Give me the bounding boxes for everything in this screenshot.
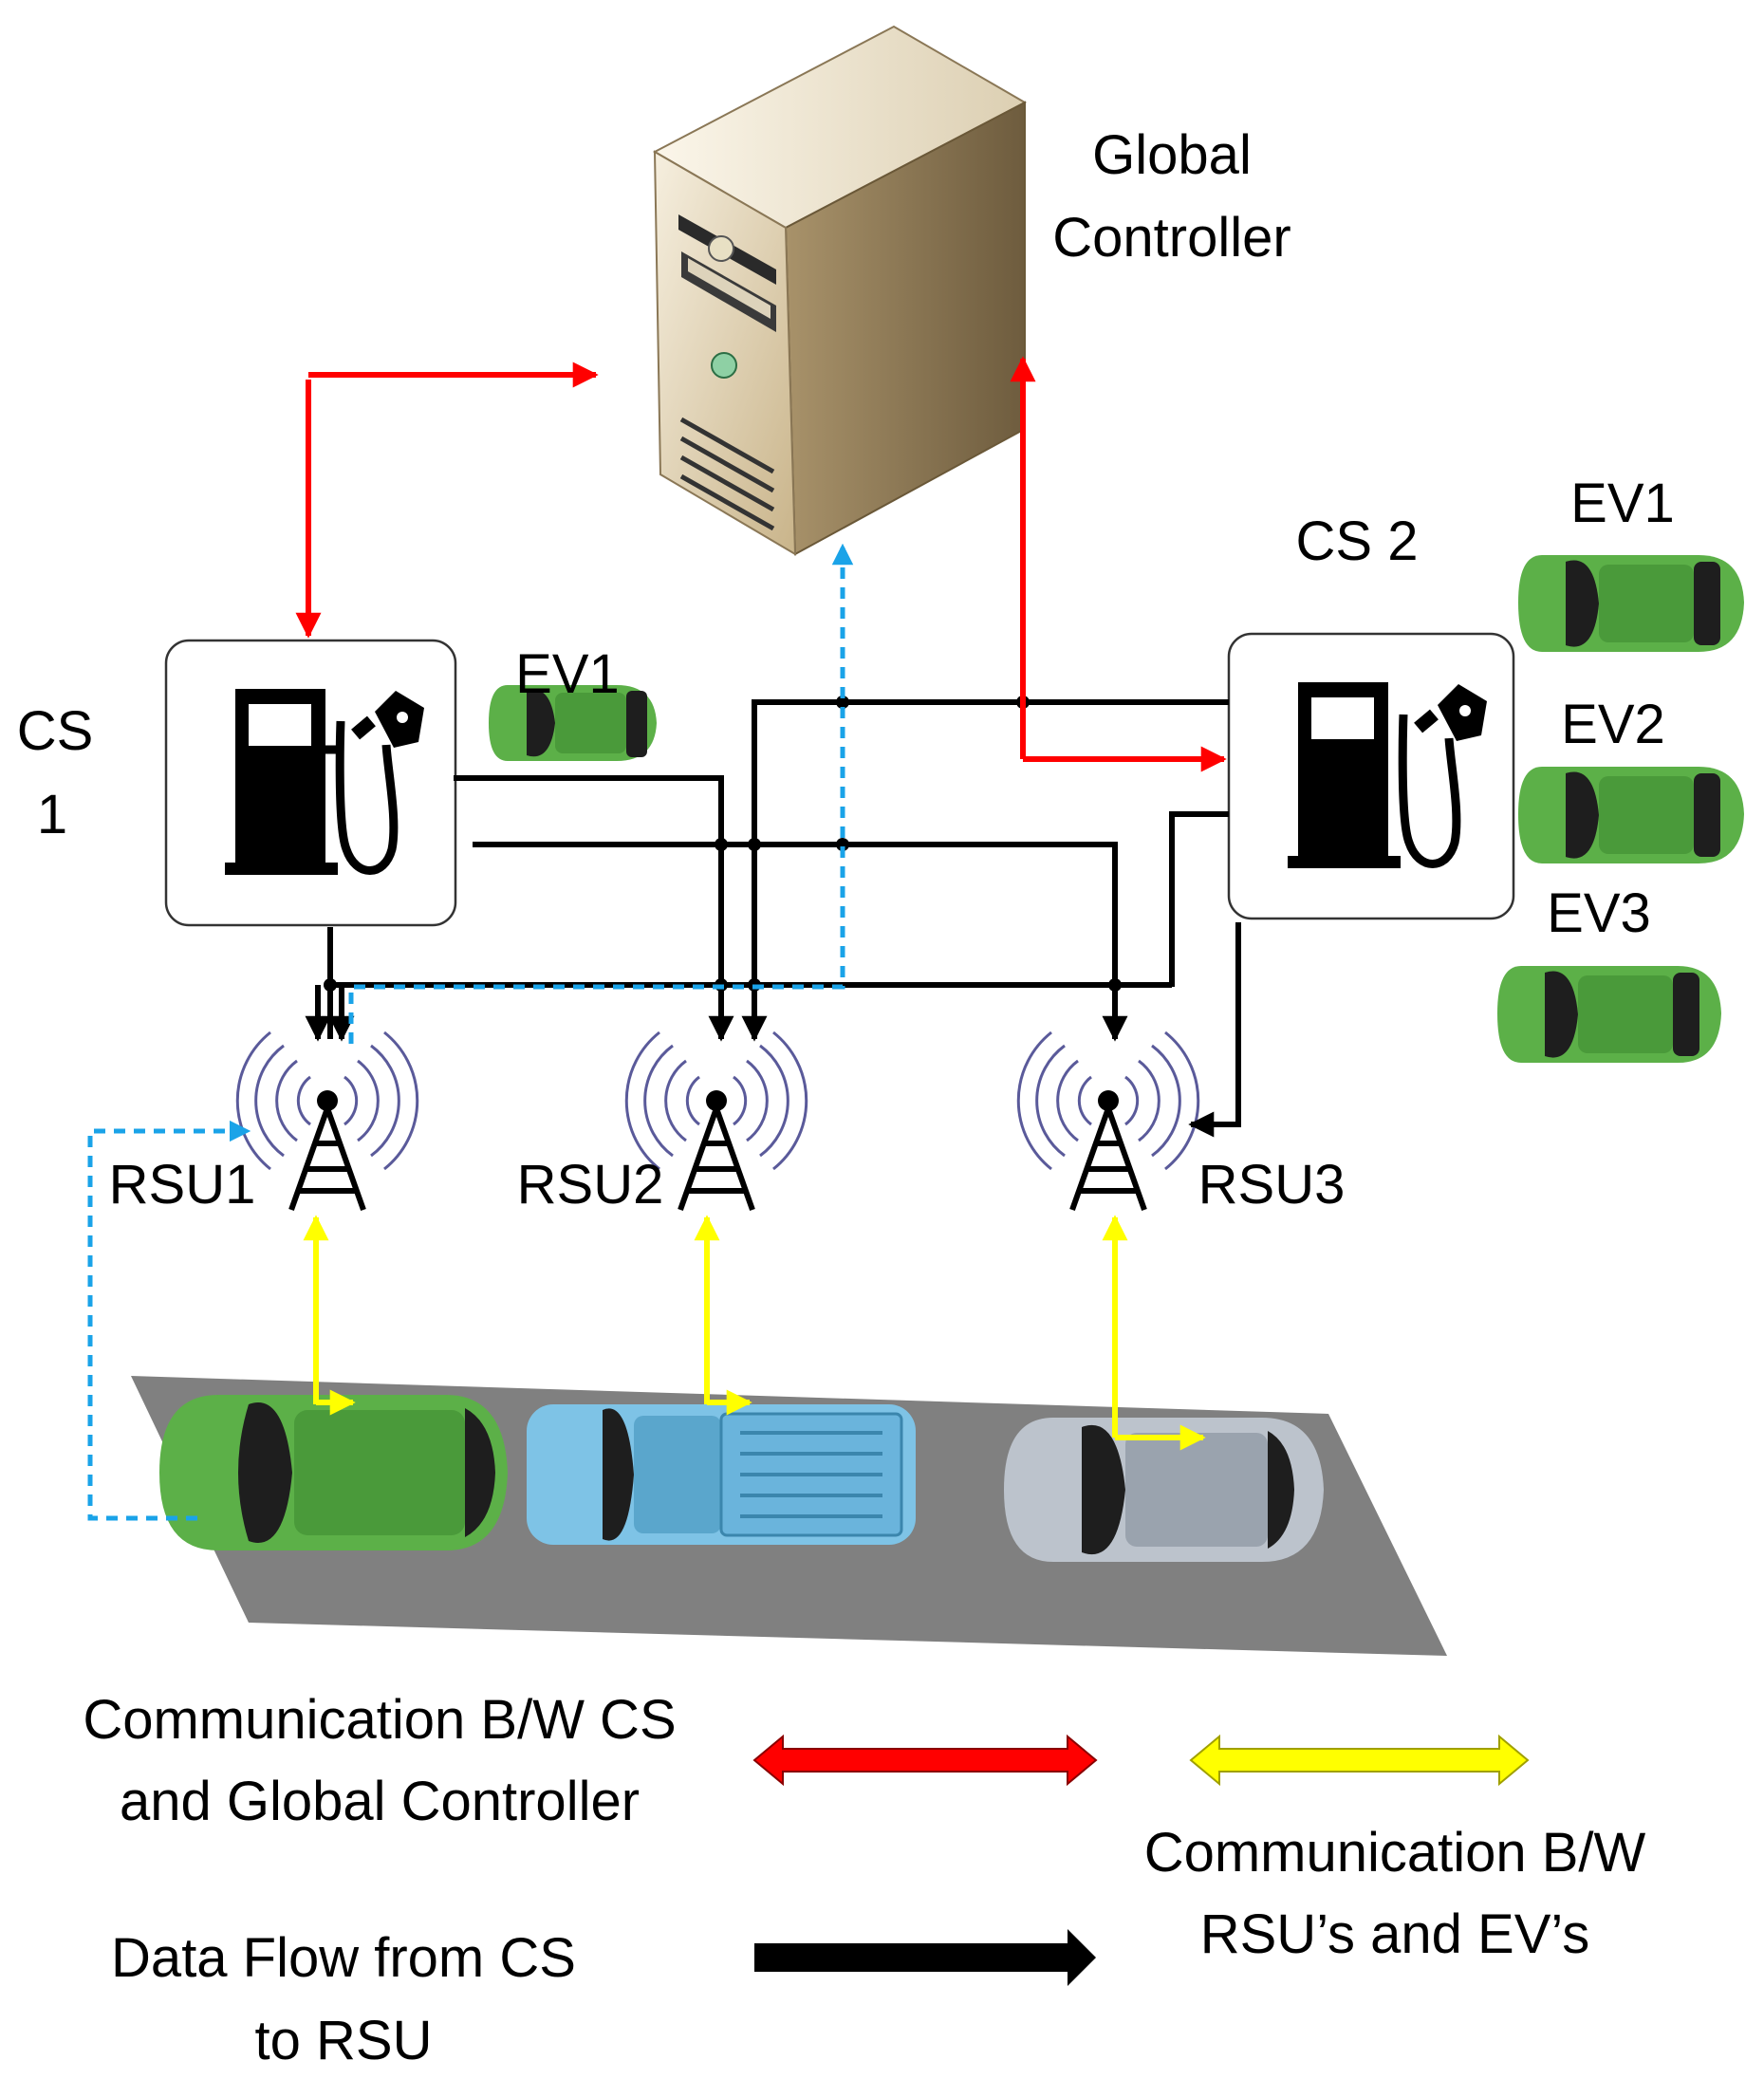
legend-yellow-label-line1: Communication B/W (1144, 1822, 1646, 1884)
global-controller-server-icon (652, 25, 1028, 556)
legend-black-label-line2: to RSU (255, 2010, 433, 2071)
legend-black-arrow (754, 1929, 1096, 1986)
blue-pickup-truck-icon (527, 1404, 916, 1545)
global-controller-label-line2: Controller (1052, 207, 1291, 269)
rsu1-tower-icon (235, 1030, 419, 1212)
green-ev-car-icon (159, 1395, 508, 1550)
rsu3-tower-icon (1016, 1030, 1200, 1212)
ev1-car-icon-cs1 (489, 685, 657, 761)
legend-black-label-line1: Data Flow from CS (111, 1927, 576, 1989)
legend-red-double-arrow (752, 1734, 1098, 1787)
charging-station-1 (164, 639, 457, 927)
cs1-label-line1: CS (17, 700, 94, 762)
legend-red-label-line1: Communication B/W CS (83, 1689, 676, 1751)
rsu3-label: RSU3 (1198, 1154, 1346, 1216)
silver-car-icon (1004, 1418, 1324, 1562)
rsu1-label: RSU1 (109, 1154, 256, 1216)
charging-station-2 (1227, 632, 1515, 920)
ev2-label: EV2 (1561, 694, 1665, 755)
cs-controller-links (295, 356, 1227, 772)
global-controller-label-line1: Global (1092, 124, 1252, 186)
ev1-label: EV1 (1570, 473, 1675, 534)
ev3-label: EV3 (1547, 882, 1651, 944)
cs1-label-line2: 1 (37, 784, 67, 845)
fuel-pump-icon (1288, 682, 1487, 868)
legend-red-label-line2: and Global Controller (120, 1771, 640, 1832)
rsu2-label: RSU2 (517, 1154, 664, 1216)
legend: Communication B/W CS and Global Controll… (83, 1689, 1645, 2071)
data-flow-lines (305, 696, 1241, 1138)
ev-to-controller-dashed-link (87, 543, 854, 1521)
rsu-ev-links (303, 1215, 1206, 1451)
cs2-label: CS 2 (1296, 510, 1419, 572)
ev1-car-icon (1518, 555, 1744, 652)
fuel-pump-icon (225, 689, 424, 875)
rsu2-tower-icon (624, 1030, 808, 1212)
ev2-car-icon (1518, 767, 1744, 863)
legend-yellow-label-line2: RSU’s and EV’s (1200, 1903, 1590, 1965)
legend-yellow-double-arrow (1189, 1734, 1530, 1787)
ev3-car-icon (1497, 966, 1721, 1063)
ev1-near-cs1-label: EV1 (515, 643, 620, 705)
